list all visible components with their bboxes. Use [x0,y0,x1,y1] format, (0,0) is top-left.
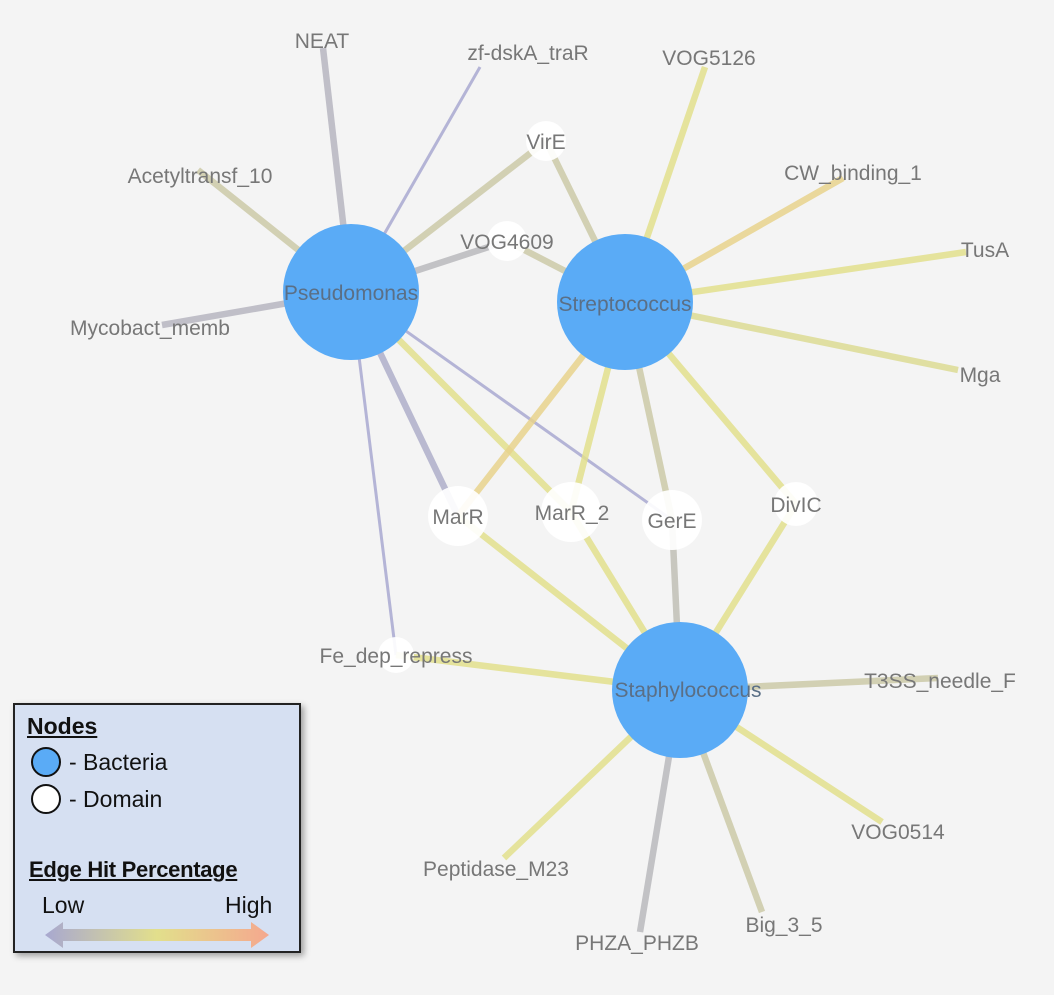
node-pseudomonas[interactable] [283,224,419,360]
label-phza-phzb: PHZA_PHZB [575,932,699,955]
label-staphylococcus: Staphylococcus [614,679,761,702]
label-vire: VirE [526,131,565,154]
node-streptococcus[interactable] [557,234,693,370]
label-marr: MarR [432,506,483,529]
node-divic[interactable] [774,482,818,526]
node-staphylococcus[interactable] [612,622,748,758]
label-divic: DivIC [770,494,821,517]
legend-domain-row: - Domain [31,784,162,814]
label-t3ss-needle-f: T3SS_needle_F [864,670,1016,693]
nodes-layer [283,121,818,758]
label-neat: NEAT [295,30,350,53]
legend-domain-label: - Domain [69,785,163,812]
label-mycobact-memb: Mycobact_memb [70,317,230,340]
node-marr-2[interactable] [541,482,601,542]
label-acetyltransf-10: Acetyltransf_10 [128,165,273,188]
label-marr-2: MarR_2 [535,502,610,525]
node-gere[interactable] [642,490,702,550]
label-vog4609: VOG4609 [460,231,553,254]
legend-bacteria-row: - Bacteria [31,747,167,777]
label-vog5126: VOG5126 [662,47,755,70]
node-fe-dep-repress[interactable] [378,637,414,673]
legend-high-label: High [225,892,273,918]
label-peptidase-m23: Peptidase_M23 [423,858,569,881]
label-cw-binding-1: CW_binding_1 [784,162,922,185]
label-vog0514: VOG0514 [851,821,945,844]
legend-nodes-title: Nodes [27,713,98,739]
label-big-3-5: Big_3_5 [745,914,822,937]
bacteria-dot-icon [31,747,61,777]
label-zf-dska-trar: zf-dskA_traR [467,42,588,65]
node-vog4609[interactable] [487,221,527,261]
node-marr[interactable] [428,486,488,546]
legend-panel: Nodes - Bacteria - Domain Edge Hit Perce… [13,703,301,953]
legend-low-label: Low [42,892,85,918]
legend-edge-title: Edge Hit Percentage [29,857,238,882]
label-gere: GerE [647,510,696,533]
label-mga: Mga [960,364,1001,387]
domain-dot-icon [31,784,61,814]
label-streptococcus: Streptococcus [558,293,691,316]
label-pseudomonas: Pseudomonas [284,282,418,305]
label-fe-dep-repress: Fe_dep_repress [320,645,473,668]
gradient-arrow-icon [45,922,269,948]
legend-bacteria-label: - Bacteria [69,748,168,775]
node-vire[interactable] [526,121,566,161]
label-tusa: TusA [961,239,1009,262]
